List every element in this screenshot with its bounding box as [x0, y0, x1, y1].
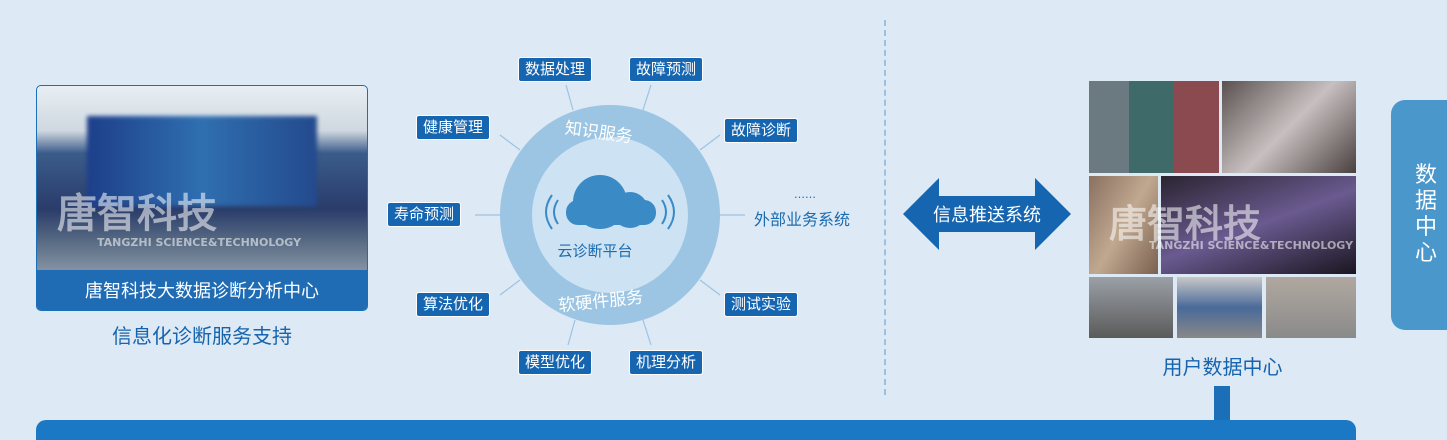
- signal-icon: [545, 194, 675, 230]
- side-char: 心: [1414, 241, 1437, 266]
- monitor-photo: [1161, 176, 1356, 274]
- left-subtitle: 信息化诊断服务支持: [112, 324, 292, 348]
- tag-data-processing[interactable]: 数据处理: [518, 57, 593, 82]
- external-systems: 外部业务系统: [754, 210, 851, 229]
- tag-health-management[interactable]: 健康管理: [416, 115, 491, 140]
- tag-life-prediction[interactable]: 寿命预测: [387, 202, 462, 227]
- tag-test-experiment[interactable]: 测试实验: [724, 292, 799, 317]
- push-system-label: 信息推送系统: [933, 205, 1041, 226]
- bottom-bar: [36, 420, 1356, 440]
- tag-fault-prediction[interactable]: 故障预测: [629, 57, 704, 82]
- tag-fault-diagnosis[interactable]: 故障诊断: [724, 118, 799, 143]
- analysis-center-photo: 唐智科技 TANGZHI SCIENCE&TECHNOLOGY 唐智科技大数据诊…: [36, 85, 368, 311]
- tag-algorithm-optimization[interactable]: 算法优化: [416, 292, 491, 317]
- double-arrow-icon: [903, 178, 1071, 250]
- tag-model-optimization[interactable]: 模型优化: [518, 350, 593, 375]
- external-dots: ……: [794, 188, 816, 201]
- cloud-icon: [566, 175, 656, 229]
- motor-photo-2: [1177, 277, 1262, 338]
- side-char: 数: [1414, 163, 1437, 188]
- motor-photo-3: [1266, 277, 1356, 338]
- connector: [1214, 386, 1230, 422]
- rail-photo: [1089, 176, 1158, 274]
- watermark-en: TANGZHI SCIENCE&TECHNOLOGY: [1149, 239, 1354, 252]
- photo-caption: 唐智科技大数据诊断分析中心: [37, 270, 367, 310]
- data-center-tab[interactable]: 数 据 中 心: [1391, 100, 1447, 330]
- video-wall: [87, 116, 317, 206]
- watermark: 唐智科技: [1109, 202, 1262, 246]
- user-data-center-label: 用户数据中心: [1162, 355, 1283, 379]
- tag-mechanism-analysis[interactable]: 机理分析: [629, 350, 704, 375]
- watermark-en: TANGZHI SCIENCE&TECHNOLOGY: [97, 236, 302, 249]
- bearing-photos: [1089, 81, 1219, 173]
- wheel-photo: [1222, 81, 1356, 173]
- watermark: 唐智科技: [57, 191, 217, 237]
- cloud-diagram: [475, 84, 745, 346]
- platform-label: 云诊断平台: [557, 242, 633, 260]
- side-char: 中: [1414, 215, 1437, 240]
- motor-photo-1: [1089, 277, 1173, 338]
- user-data-collage: 唐智科技 TANGZHI SCIENCE&TECHNOLOGY: [1089, 81, 1356, 338]
- side-char: 据: [1414, 189, 1437, 214]
- divider: [884, 20, 886, 395]
